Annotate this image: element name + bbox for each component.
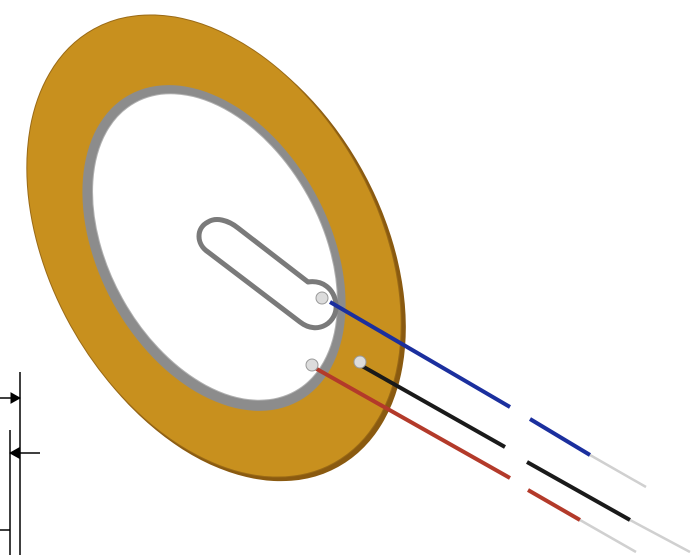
solder-point-black	[353, 355, 367, 369]
wire-group	[314, 300, 691, 554]
dimension-arrowhead-bottom	[8, 447, 20, 459]
wire-red	[314, 366, 637, 554]
wire-blue	[328, 300, 647, 489]
dimension-marks	[0, 372, 40, 555]
solder-point-red	[305, 358, 319, 372]
dimension-arrowhead-top	[10, 392, 22, 404]
wire-black	[361, 364, 691, 554]
solder-point-blue	[315, 291, 329, 305]
solder-points	[305, 291, 367, 372]
